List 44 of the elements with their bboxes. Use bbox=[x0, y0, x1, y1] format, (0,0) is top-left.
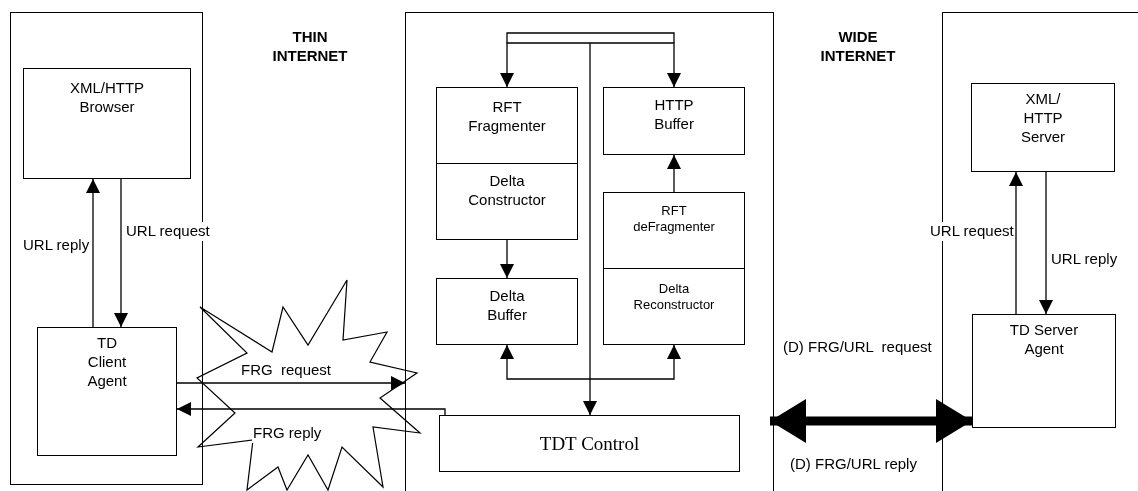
arrow bbox=[500, 42, 591, 88]
process-box bbox=[37, 327, 177, 456]
arrow bbox=[1009, 171, 1023, 315]
process-box bbox=[603, 87, 745, 155]
edge-label: (D) FRG/URL request bbox=[782, 338, 933, 357]
process-box bbox=[436, 278, 578, 345]
arrow bbox=[1039, 171, 1053, 315]
edge-label: FRG reply bbox=[252, 424, 323, 443]
process-box bbox=[436, 163, 578, 240]
process-box bbox=[23, 68, 191, 179]
node-label: Delta Constructor bbox=[467, 172, 547, 210]
node-label: Delta Reconstructor bbox=[632, 281, 716, 314]
node-label: RFT Fragmenter bbox=[467, 98, 547, 136]
arrow bbox=[500, 239, 514, 279]
process-box bbox=[603, 192, 745, 269]
arrow bbox=[114, 178, 128, 328]
edge-label: URL request bbox=[929, 222, 1015, 241]
process-box bbox=[439, 415, 740, 472]
node-label: HTTP Buffer bbox=[653, 96, 695, 134]
node-label: TD Client Agent bbox=[86, 334, 128, 391]
arrow bbox=[176, 402, 446, 416]
arrow bbox=[770, 399, 972, 443]
node-label: TD Server Agent bbox=[1009, 321, 1079, 359]
process-box bbox=[972, 314, 1116, 428]
text-label: (D) FRG/URL reply bbox=[790, 455, 917, 474]
edge-label: URL request bbox=[125, 222, 211, 241]
node-label: XML/ HTTP Server bbox=[1019, 90, 1067, 147]
arrow bbox=[589, 344, 681, 380]
panel bbox=[405, 12, 774, 491]
process-box bbox=[436, 87, 578, 164]
process-box bbox=[971, 83, 1115, 172]
arrow bbox=[589, 42, 681, 88]
arrow bbox=[86, 178, 100, 328]
arrow bbox=[583, 42, 597, 416]
node-label: Delta Buffer bbox=[486, 287, 528, 325]
node-label: XML/HTTP Browser bbox=[68, 79, 146, 117]
node-label: TDT Control bbox=[539, 431, 640, 456]
process-box bbox=[603, 268, 745, 345]
arrow bbox=[176, 376, 406, 390]
edge-label: URL reply bbox=[1050, 250, 1119, 269]
arrow bbox=[500, 344, 591, 380]
edge-label: URL reply bbox=[22, 236, 91, 255]
node-label: RFT deFragmenter bbox=[632, 203, 716, 236]
arrow bbox=[667, 154, 681, 193]
